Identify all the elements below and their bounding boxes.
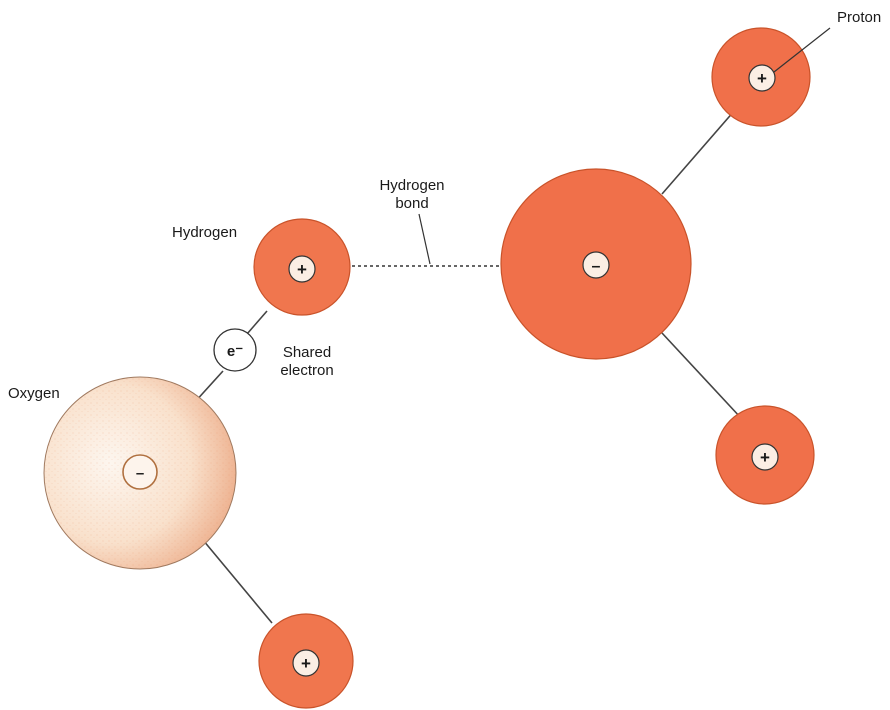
minus-sign: –: [592, 258, 601, 275]
bond-lines: [193, 109, 742, 624]
oxygen-label: Oxygen: [8, 385, 60, 402]
hydrogen-bond-label-line2: bond: [395, 195, 428, 212]
hydrogen-atom-right: +: [715, 405, 815, 505]
hydrogen-bond-leader: [418, 213, 431, 265]
bond-line-right-proton: [661, 332, 742, 419]
hydrogen-bond-label-line1: Hydrogen: [379, 177, 444, 194]
plus-sign: +: [301, 654, 311, 673]
hydrogen-atom-bottom: +: [258, 613, 354, 709]
proton-nucleus: [288, 255, 316, 283]
electron-circle: [213, 328, 257, 372]
bond-line-oxygen-to-bottom-proton: [202, 539, 273, 624]
minus-sign: –: [136, 465, 144, 482]
proton-nucleus: [751, 443, 779, 471]
hydrogen-atom-left: +: [253, 218, 351, 316]
proton-nucleus: [748, 64, 776, 92]
plus-sign: +: [760, 448, 770, 467]
shared-electron-label-line2: electron: [280, 362, 333, 379]
electron-symbol: e⁻: [227, 343, 243, 360]
oxygen-atom-left: –: [43, 376, 237, 570]
proton-leader: [773, 27, 831, 73]
plus-sign: +: [297, 260, 307, 279]
oxygen-nucleus: [122, 454, 158, 490]
shared-electron: e⁻: [213, 328, 257, 372]
plus-sign: +: [757, 69, 767, 88]
proton-nucleus: [292, 649, 320, 677]
proton-label: Proton: [837, 9, 881, 26]
oxygen-nucleus: [582, 251, 610, 279]
shared-electron-label-line1: Shared: [283, 344, 331, 361]
hydrogen-label: Hydrogen: [172, 224, 237, 241]
hydrogen-atom-top-right: +: [711, 27, 811, 127]
bond-line-top-proton: [661, 109, 736, 195]
bond-line-hydrogen-to-electron: [246, 310, 268, 335]
oxygen-atom-right: –: [500, 168, 692, 360]
